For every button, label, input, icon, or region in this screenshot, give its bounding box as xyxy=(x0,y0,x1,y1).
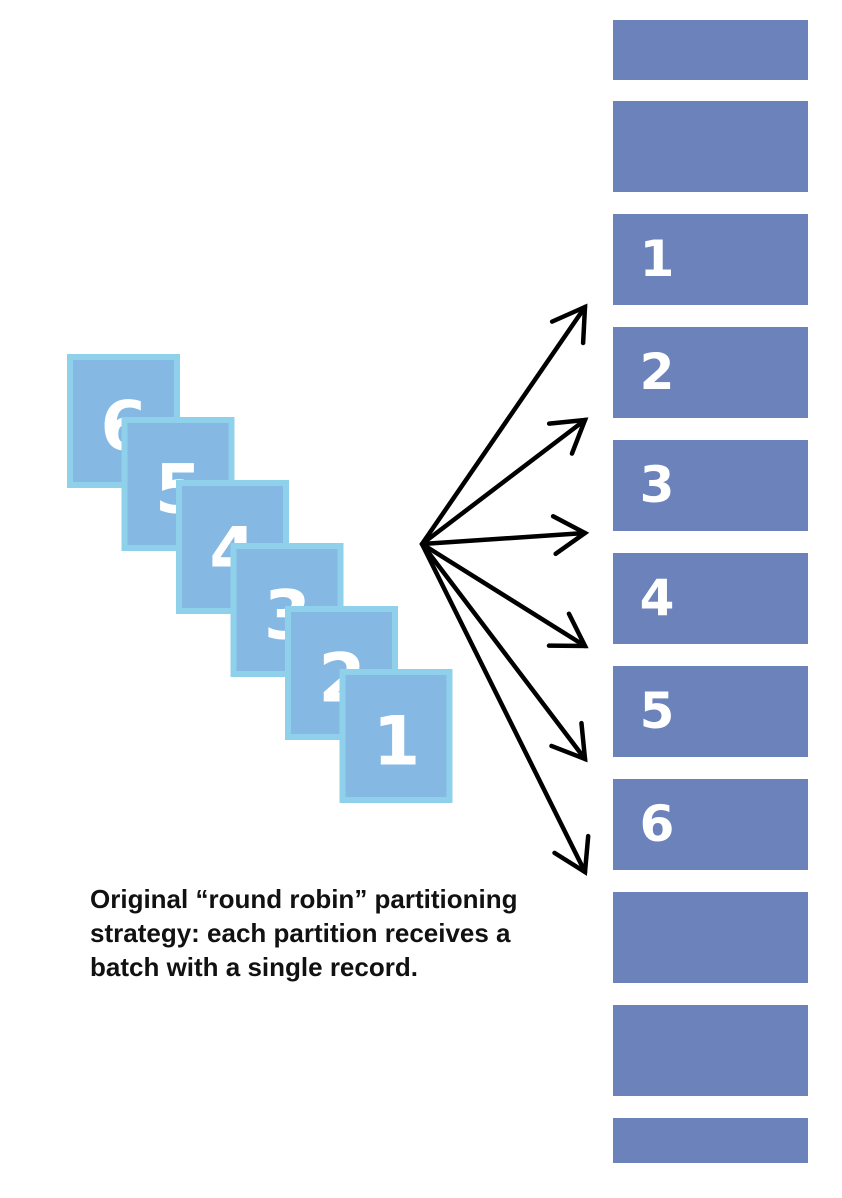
partition-number: 6 xyxy=(640,795,675,853)
partition-block xyxy=(613,214,808,305)
arrow-to-partition-4 xyxy=(419,541,589,649)
arrow-to-partition-6 xyxy=(419,541,591,876)
partition-block xyxy=(613,892,808,983)
arrow-head xyxy=(550,514,590,557)
arrow-shaft xyxy=(419,541,588,875)
partition-1: 1 xyxy=(613,214,808,305)
partition-empty-8 xyxy=(613,892,808,983)
partition-block xyxy=(613,440,808,531)
partition-3: 3 xyxy=(613,440,808,531)
partition-block xyxy=(613,553,808,644)
partition-block xyxy=(613,779,808,870)
partition-4: 4 xyxy=(613,553,808,644)
partition-6: 6 xyxy=(613,779,808,870)
partition-block xyxy=(613,327,808,418)
arrow-to-partition-3 xyxy=(419,514,590,557)
record-card-box xyxy=(339,669,453,803)
partition-2: 2 xyxy=(613,327,808,418)
record-cards: 654321 xyxy=(67,354,453,803)
arrow-shaft xyxy=(419,304,588,547)
partition-number: 1 xyxy=(640,230,675,288)
arrow-to-partition-1 xyxy=(419,303,588,547)
partition-number: 2 xyxy=(640,343,675,401)
arrow-shaft xyxy=(419,530,588,547)
arrow-head xyxy=(546,417,589,456)
partition-5: 5 xyxy=(613,666,808,757)
arrow-shaft xyxy=(419,541,588,649)
partition-number: 5 xyxy=(640,682,675,740)
partition-column: 1 2 3 4 5 6 xyxy=(613,20,808,1163)
arrow-shaft xyxy=(419,417,588,547)
partition-number: 3 xyxy=(640,456,675,514)
arrow-to-partition-5 xyxy=(419,541,588,763)
arrow-head xyxy=(549,303,588,346)
arrow-head xyxy=(546,611,589,649)
fan-out-arrows xyxy=(419,303,591,876)
arrow-head xyxy=(552,833,591,876)
record-card-1: 1 xyxy=(339,669,453,803)
partition-block xyxy=(613,1005,808,1096)
arrow-shaft xyxy=(419,541,588,762)
partition-block xyxy=(613,101,808,192)
diagram-caption: Original “round robin” partitioning stra… xyxy=(90,884,518,982)
partition-empty-0 xyxy=(613,20,808,80)
record-card-number: 1 xyxy=(373,703,420,782)
partition-empty-9 xyxy=(613,1005,808,1096)
arrow-to-partition-2 xyxy=(419,417,589,547)
partition-empty-10 xyxy=(613,1118,808,1163)
partition-block xyxy=(613,1118,808,1163)
partition-number: 4 xyxy=(640,569,675,627)
arrow-head xyxy=(549,720,588,763)
partition-block xyxy=(613,20,808,80)
partition-empty-1 xyxy=(613,101,808,192)
partition-block xyxy=(613,666,808,757)
